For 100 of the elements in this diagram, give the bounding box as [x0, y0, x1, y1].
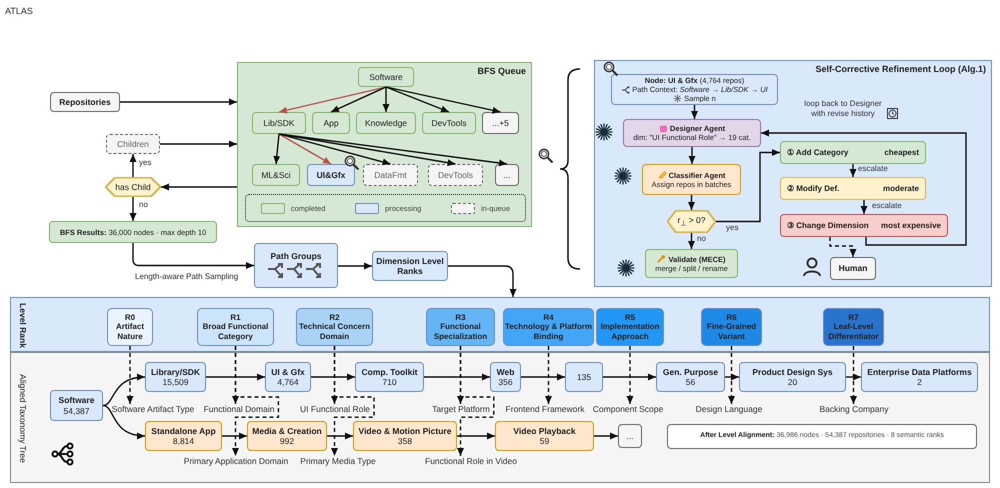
node-detail: 992	[280, 436, 294, 446]
node-label: has Child	[115, 182, 151, 192]
arrow	[688, 195, 695, 210]
rank-box	[426, 308, 495, 346]
node-title: ③ Change Dimension	[787, 220, 869, 230]
queue-node	[252, 164, 300, 186]
taxonomy-node	[667, 424, 977, 449]
node-label: Lib/SDK	[263, 118, 295, 128]
dimension-label: Design Language	[696, 404, 762, 414]
edge-label: Length-aware Path Sampling	[135, 272, 238, 282]
arrow	[850, 164, 856, 177]
taxonomy-node	[145, 421, 222, 451]
dimension-label: Software Artifact Type	[112, 404, 194, 414]
dimension-label: Primary Media Type	[300, 456, 376, 466]
node-title: Library/SDK	[150, 366, 200, 377]
process-box	[780, 177, 926, 200]
arrow	[330, 86, 386, 113]
node-detail: Functional Specialization	[432, 322, 488, 341]
edge-label: yes	[726, 223, 738, 233]
node-detail: Technical Concern Domain	[298, 322, 371, 341]
node-detail: 59	[540, 436, 550, 446]
node-detail: Technology & Platform Binding	[504, 322, 593, 341]
arrow	[102, 374, 146, 406]
node-title: Gen. Purpose	[662, 366, 718, 377]
taxonomy-node	[656, 362, 725, 392]
edge-label: yes	[139, 158, 152, 168]
node-detail: 20	[788, 377, 798, 388]
queue-node	[363, 164, 418, 186]
process-box	[372, 251, 448, 281]
queue-node	[307, 164, 355, 186]
rank-box	[503, 308, 594, 346]
dashed-arrow	[545, 346, 552, 404]
taxonomy-node	[739, 362, 846, 392]
process-box	[49, 221, 217, 243]
taxonomy-node	[50, 390, 103, 421]
node-label: r$_{⊥}$ > 0?	[678, 214, 706, 228]
process-box	[645, 249, 738, 278]
taxonomy-node	[565, 362, 603, 392]
arrow	[130, 154, 136, 177]
rank-box	[107, 308, 153, 346]
node-title: ① Add Category	[787, 148, 848, 158]
node-label: DataFmt	[374, 170, 407, 180]
arrow	[457, 432, 495, 440]
band-title: Level Rank	[17, 302, 30, 350]
decision-diamond	[667, 210, 716, 233]
node-detail: 358	[398, 436, 412, 446]
node-label: Knowledge	[364, 118, 408, 128]
node-label: Path Groups	[270, 251, 322, 262]
panel-title: BFS Queue	[477, 66, 526, 77]
edge-label: no	[139, 200, 148, 210]
taxonomy-node	[265, 362, 311, 392]
rank-box	[701, 308, 762, 346]
node-label: UI&Gfx	[316, 170, 346, 180]
arrow	[716, 149, 780, 222]
node-title: Product Design Sys	[752, 366, 833, 377]
node-title: R3	[455, 313, 466, 322]
panel	[237, 62, 532, 227]
dashed-arrow	[850, 346, 857, 404]
node-label: ...	[503, 170, 511, 180]
arrow	[691, 105, 698, 119]
node-detail: Artifact Nature	[114, 322, 145, 341]
dimension-label: Functional Role in Video	[425, 456, 517, 466]
node-detail: 710	[382, 377, 397, 388]
node-title: ② Modify Def.	[787, 184, 840, 194]
process-box	[623, 119, 761, 147]
node-title: Media & Creation	[252, 426, 322, 436]
dashed-arrow	[331, 346, 375, 456]
dimension-label: Functional Domain	[204, 404, 274, 414]
node-label: DevTools	[432, 118, 466, 128]
rank-box	[596, 308, 664, 346]
node-detail: Broad Functional Category	[202, 322, 270, 341]
arrow	[206, 374, 265, 380]
process-box	[50, 92, 120, 112]
arrow	[102, 404, 146, 439]
dashed-arrow	[232, 346, 280, 456]
node-title: Enterprise Data Platforms	[867, 366, 972, 377]
edge-label: escalate	[872, 201, 902, 211]
node-title: R0	[124, 313, 136, 322]
node-title: Standalone App	[151, 426, 216, 436]
dimension-label: Primary Application Domain	[184, 456, 288, 466]
arrow	[688, 233, 695, 249]
rank-box	[823, 308, 884, 346]
process-box	[780, 141, 926, 164]
node-detail: 15,509	[162, 377, 188, 388]
queue-node	[422, 112, 476, 134]
figure-label: ATLAS	[5, 6, 33, 17]
node-label: ...	[626, 430, 634, 442]
band	[10, 297, 990, 352]
node-label: DevTools	[438, 170, 473, 180]
process-box	[780, 214, 948, 237]
taxonomy-node	[490, 362, 521, 392]
node-detail: Implementation Approach	[599, 322, 661, 341]
node-title: Comp. Toolkit	[361, 366, 418, 377]
band	[10, 352, 990, 483]
node-label: ML&Sci	[261, 170, 291, 180]
arrow	[278, 133, 508, 166]
dashed-arrow	[126, 346, 134, 404]
node-detail: cheapest	[884, 148, 919, 158]
queue-node	[356, 112, 416, 134]
dashed-arrow	[457, 346, 494, 456]
